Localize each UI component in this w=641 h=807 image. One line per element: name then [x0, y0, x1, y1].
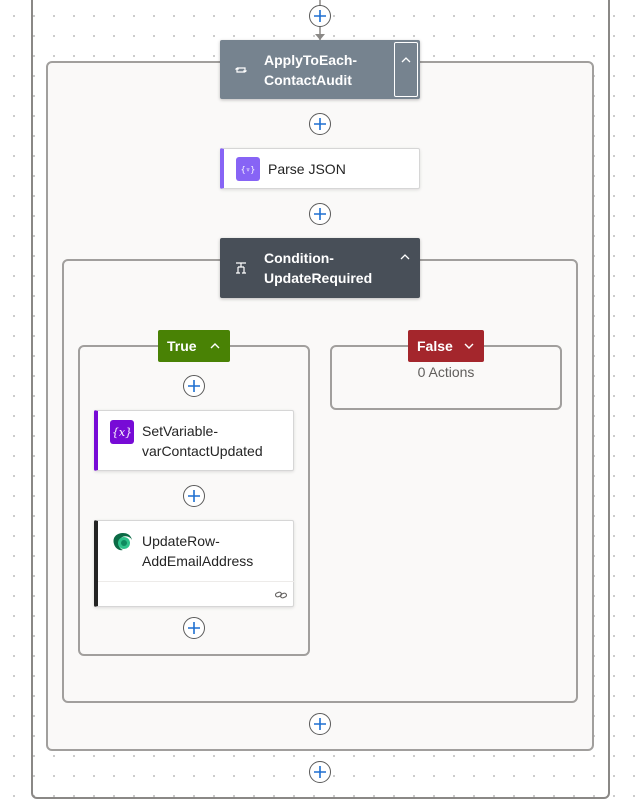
- outer-scope-container: [31, 0, 610, 799]
- false-branch-label: False: [417, 338, 453, 354]
- plus-icon: [188, 380, 200, 392]
- loop-title-line1: ApplyToEach-: [264, 52, 358, 68]
- condition-title-line1: Condition-: [264, 250, 334, 266]
- add-action-button[interactable]: [183, 485, 205, 507]
- add-action-button[interactable]: [183, 617, 205, 639]
- plus-icon: [314, 10, 326, 22]
- true-branch-label: True: [167, 338, 197, 354]
- add-action-button[interactable]: [183, 375, 205, 397]
- update-row-title-line1: UpdateRow-: [142, 533, 220, 549]
- add-action-button[interactable]: [309, 113, 331, 135]
- parse-json-card[interactable]: {▿} Parse JSON: [220, 148, 420, 189]
- dataverse-icon: [113, 533, 132, 551]
- braces-icon: {▿}: [236, 157, 260, 181]
- plus-icon: [314, 718, 326, 730]
- false-branch-header[interactable]: False: [408, 330, 484, 362]
- apply-to-each-card[interactable]: ApplyToEach- ContactAudit: [220, 40, 420, 99]
- collapse-button[interactable]: [394, 42, 418, 97]
- loop-icon: [235, 67, 247, 73]
- add-action-button[interactable]: [309, 5, 331, 27]
- true-branch-header[interactable]: True: [158, 330, 230, 362]
- link-icon[interactable]: [274, 588, 288, 602]
- condition-card[interactable]: Condition- UpdateRequired: [220, 238, 420, 298]
- loop-title-line2: ContactAudit: [264, 72, 352, 88]
- card-footer-divider: [98, 581, 294, 582]
- chevron-down-icon: [464, 343, 474, 349]
- svg-text:{▿}: {▿}: [241, 165, 255, 174]
- plus-icon: [314, 208, 326, 220]
- svg-text:{x}: {x}: [112, 426, 132, 439]
- update-row-title-line2: AddEmailAddress: [142, 553, 254, 569]
- condition-title-line2: UpdateRequired: [264, 270, 373, 286]
- plus-icon: [314, 766, 326, 778]
- variable-icon: {x}: [110, 420, 134, 444]
- add-action-button[interactable]: [309, 713, 331, 735]
- set-variable-title-line1: SetVariable-: [142, 423, 219, 439]
- add-action-button[interactable]: [309, 203, 331, 225]
- set-variable-card[interactable]: {x} SetVariable- varContactUpdated: [94, 410, 294, 471]
- chevron-up-icon[interactable]: [398, 250, 412, 264]
- plus-icon: [188, 490, 200, 502]
- chevron-up-icon: [210, 343, 220, 349]
- chevron-up-icon: [401, 57, 411, 63]
- add-action-button[interactable]: [309, 761, 331, 783]
- set-variable-title-line2: varContactUpdated: [142, 443, 263, 459]
- plus-icon: [314, 118, 326, 130]
- parse-json-title: Parse JSON: [268, 161, 346, 177]
- update-row-card[interactable]: UpdateRow- AddEmailAddress: [94, 520, 294, 607]
- condition-icon: [236, 262, 246, 274]
- false-branch-empty-text: 0 Actions: [417, 364, 475, 380]
- plus-icon: [188, 622, 200, 634]
